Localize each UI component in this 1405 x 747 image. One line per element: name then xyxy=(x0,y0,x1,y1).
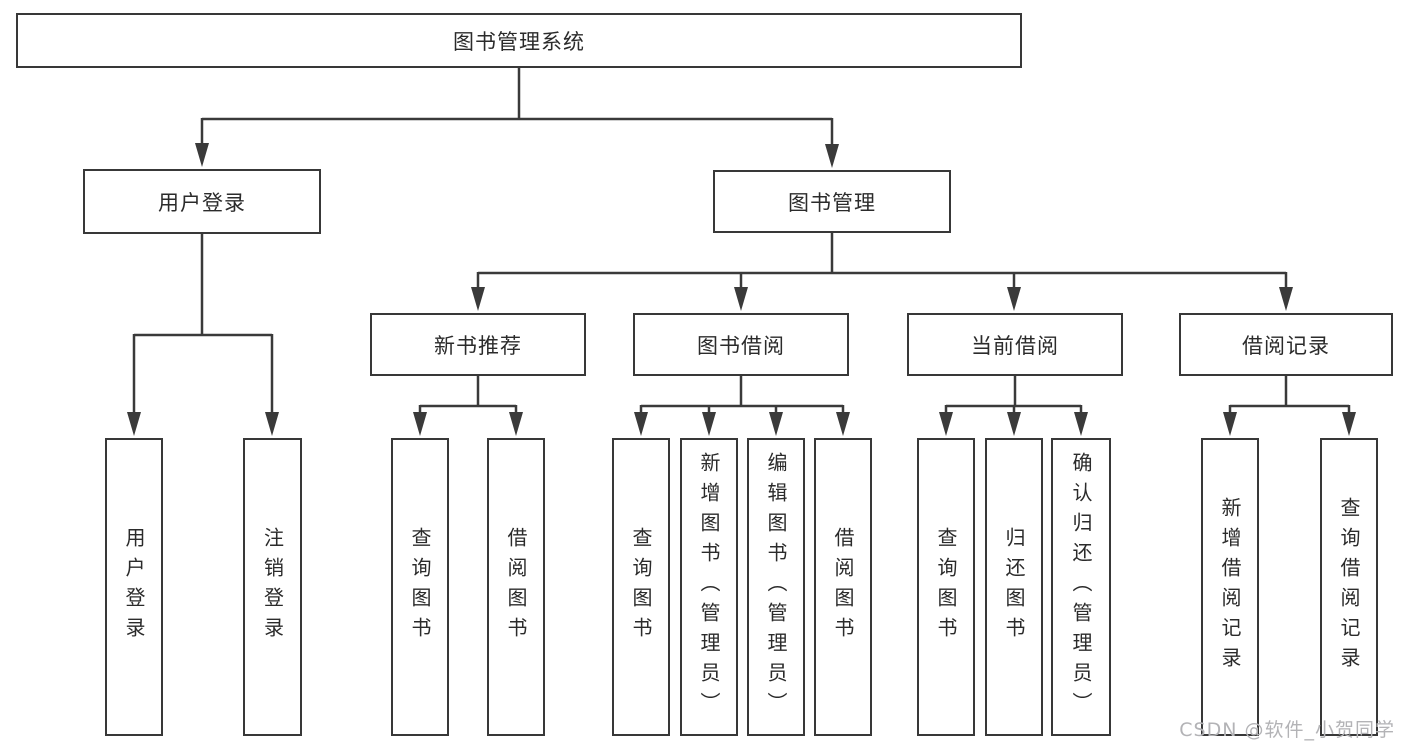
leaf-label: 用户登录 xyxy=(122,527,146,647)
node-label: 当前借阅 xyxy=(971,333,1059,358)
leaf-query-borrow-record: 查询借阅记录 xyxy=(1320,438,1378,736)
leaf-borrow-books-1: 借阅图书 xyxy=(487,438,545,736)
node-label: 用户登录 xyxy=(158,190,246,215)
leaf-label: 查询借阅记录 xyxy=(1337,497,1361,677)
leaf-confirm-return-admin: 确认归还（管理员） xyxy=(1051,438,1111,736)
leaf-label: 新增借阅记录 xyxy=(1218,497,1242,677)
node-label: 图书借阅 xyxy=(697,333,785,358)
leaf-label: 借阅图书 xyxy=(831,527,855,647)
node-book-management: 图书管理 xyxy=(713,170,951,233)
node-label: 新书推荐 xyxy=(434,333,522,358)
leaf-label: 注销登录 xyxy=(260,527,285,647)
csdn-watermark: CSDN @软件_小贺同学 xyxy=(1179,719,1395,741)
node-borrow-records: 借阅记录 xyxy=(1179,313,1393,376)
leaf-label: 查询图书 xyxy=(934,527,958,647)
node-current-borrow: 当前借阅 xyxy=(907,313,1123,376)
leaf-logout: 注销登录 xyxy=(243,438,302,736)
leaf-user-login: 用户登录 xyxy=(105,438,163,736)
node-label: 图书管理 xyxy=(788,190,876,215)
leaf-label: 编辑图书（管理员） xyxy=(764,452,788,722)
leaf-edit-book-admin: 编辑图书（管理员） xyxy=(747,438,805,736)
node-new-book-recommend: 新书推荐 xyxy=(370,313,586,376)
arrowheads xyxy=(127,143,1356,436)
leaf-label: 借阅图书 xyxy=(504,527,528,647)
node-user-login: 用户登录 xyxy=(83,169,321,234)
node-label: 借阅记录 xyxy=(1242,333,1330,358)
leaf-query-books-1: 查询图书 xyxy=(391,438,449,736)
leaf-label: 确认归还（管理员） xyxy=(1069,452,1093,722)
leaf-return-book: 归还图书 xyxy=(985,438,1043,736)
node-label: 图书管理系统 xyxy=(453,29,585,54)
leaf-query-books-2: 查询图书 xyxy=(612,438,670,736)
leaf-label: 新增图书（管理员） xyxy=(697,452,721,722)
node-book-borrow: 图书借阅 xyxy=(633,313,849,376)
leaf-label: 查询图书 xyxy=(408,527,432,647)
leaf-borrow-books-2: 借阅图书 xyxy=(814,438,872,736)
leaf-label: 查询图书 xyxy=(629,527,653,647)
leaf-query-books-3: 查询图书 xyxy=(917,438,975,736)
node-library-management-system: 图书管理系统 xyxy=(16,13,1022,68)
leaf-add-borrow-record: 新增借阅记录 xyxy=(1201,438,1259,736)
leaf-add-book-admin: 新增图书（管理员） xyxy=(680,438,738,736)
leaf-label: 归还图书 xyxy=(1002,527,1026,647)
